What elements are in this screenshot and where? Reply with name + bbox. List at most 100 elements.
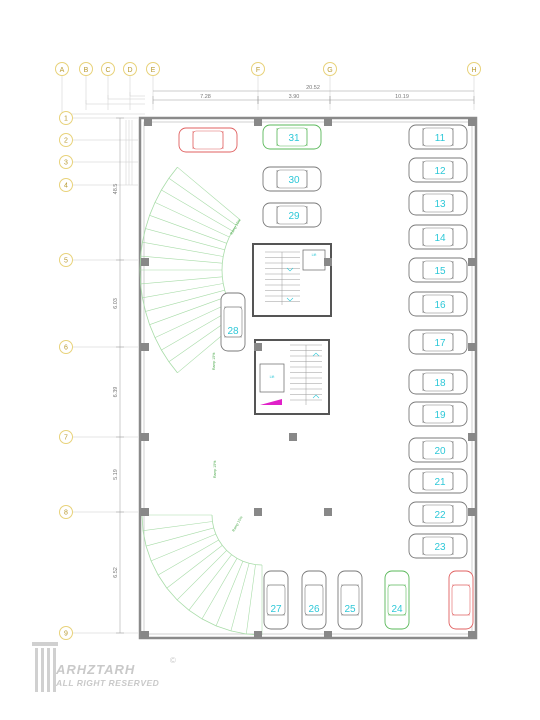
dim-left: 6.03 [113,298,119,309]
grid-label: F [256,67,260,74]
grid-bubble-col [146,62,160,76]
car-outline [262,124,322,150]
parking-spot: 27 [263,570,289,630]
grid-leader [107,95,145,100]
stair-core-lower: Lift [254,339,330,415]
grid-label: 5 [64,258,68,265]
grid-bubble-row [59,626,73,640]
parking-spot: 30 [262,166,322,192]
car-outline [408,401,468,427]
grid-label: D [127,67,132,74]
structural-column [141,343,149,351]
structural-column [324,508,332,516]
structural-column [289,433,297,441]
grid-bubble-col [323,62,337,76]
spot-number: 19 [434,410,446,421]
grid-bubble-row [59,155,73,169]
grid-label: B [84,67,89,74]
car-outline [263,570,289,630]
parking-spot: 13 [408,190,468,216]
car-outline [262,202,322,228]
dim-left: 6.39 [113,387,119,398]
car-outline [178,127,238,153]
parking-spot: 15 [408,257,468,283]
ramp-lower [141,514,263,636]
grid-label: 2 [64,138,68,145]
column-layer [141,118,476,639]
logo-subtitle: ALL RIGHT RESERVED [56,678,160,688]
grid-bubble-row [59,505,73,519]
car-outline [220,292,246,352]
car-outline [262,166,322,192]
structural-column [254,631,262,639]
grid-bubble-col [101,62,115,76]
spot-number: 30 [288,175,300,186]
spot-number: 23 [434,542,446,553]
parking-spot: 25 [337,570,363,630]
car-outline [408,468,468,494]
structural-column [468,118,476,126]
dim-top: 10.19 [395,94,409,100]
parking-spot: 11 [408,124,468,150]
ramp-label: Ramp 15% [212,353,216,370]
structural-column [254,343,262,351]
grid-bubble-col [251,62,265,76]
car-outline [408,533,468,559]
parking-spot: 29 [262,202,322,228]
grid-label: 9 [64,631,68,638]
spot-number: 26 [308,604,320,615]
car-outline [408,257,468,283]
structural-column [141,258,149,266]
grid-bubble-col [123,62,137,76]
car-outline [408,157,468,183]
spot-number: 17 [434,338,446,349]
grid-label: 7 [64,435,68,442]
grid-label: E [151,67,156,74]
structural-column [254,118,262,126]
parking-spot: 17 [408,329,468,355]
car-outline [408,501,468,527]
grid-bubble-row [59,253,73,267]
accent-marker [260,399,282,405]
spot-number: 18 [434,378,446,389]
parking-spot: 21 [408,468,468,494]
grid-label: A [60,67,65,74]
structural-column [324,631,332,639]
car-outline [408,437,468,463]
grid-bubble-row [59,178,73,192]
wall-layer [138,116,478,640]
grid-label: 6 [64,345,68,352]
spot-number: 25 [344,604,356,615]
parking-spot: 20 [408,437,468,463]
parking-spot: 12 [408,157,468,183]
grid-leader [85,100,145,105]
grid-leader [129,92,145,97]
lift-label: Lift [312,253,317,257]
car-outline [408,369,468,395]
grid-label: 3 [64,160,68,167]
grid-bubble-col [79,62,93,76]
structural-column [144,118,152,126]
spot-number: 16 [434,300,446,311]
grid-bubble-col [467,62,481,76]
grid-leader [61,110,145,115]
car-outline [408,190,468,216]
structural-column [468,631,476,639]
grid-bubble-row [59,133,73,147]
grid-bubble-row [59,340,73,354]
copyright-mark: © [170,656,176,665]
grid-label: G [327,67,332,74]
spot-number: 11 [435,133,446,144]
grid-label: 8 [64,510,68,517]
logo [30,640,190,695]
spot-number: 13 [434,199,446,210]
parking-spot [178,127,238,153]
ramp-label: Ramp 15% [231,515,243,532]
structural-column [141,508,149,516]
spot-number: 24 [391,604,403,615]
structural-column [468,433,476,441]
